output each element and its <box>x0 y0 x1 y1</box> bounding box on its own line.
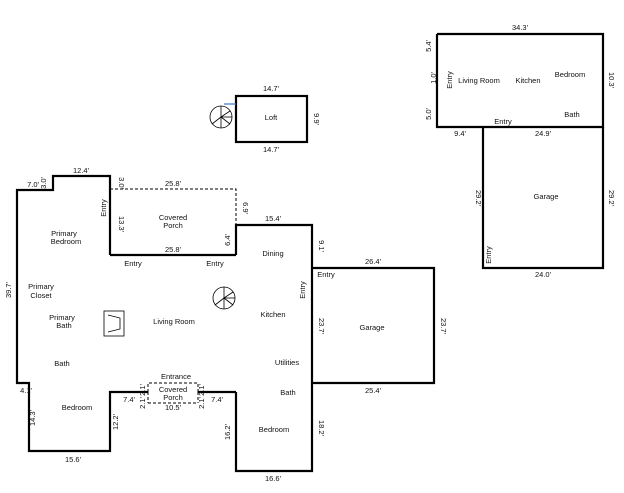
entry-top-vertical-label: Entry <box>99 199 108 217</box>
dim-porch-small-2: 2.1' <box>138 397 147 409</box>
dim-adu-left-upper: 5.4' <box>424 40 433 52</box>
dim-bedroom-left-height: 14.3' <box>28 409 37 426</box>
adu-entry-vertical-label: Entry <box>445 71 454 89</box>
dim-garage-top: 26.4' <box>365 257 382 266</box>
dim-bedroom-right-height: 12.2' <box>111 413 120 430</box>
adu-entry-label: Entry <box>494 117 512 126</box>
covered-porch-top-label-1: Covered <box>159 213 187 222</box>
loft-label: Loft <box>265 113 278 122</box>
dim-center-top: 15.4' <box>265 214 282 223</box>
entry-center-vertical-label: Entry <box>298 281 307 299</box>
dim-garage-left: 23.7' <box>317 318 326 335</box>
covered-porch-bottom-label-1: Covered <box>159 385 187 394</box>
bedroom-left-label: Bedroom <box>62 403 92 412</box>
primary-bath-label-2: Bath <box>56 321 71 330</box>
dim-adu-bottom-right: 24.9' <box>535 129 552 138</box>
dim-loft-bottom: 14.7' <box>263 145 280 154</box>
dim-porch-small-4: 2.1' <box>197 397 206 409</box>
primary-bath-label-1: Primary <box>49 313 75 322</box>
kitchen-label: Kitchen <box>260 310 285 319</box>
dim-adu-top: 34.3' <box>512 23 529 32</box>
dim-main-top-left-step: 3.0' <box>39 177 48 189</box>
covered-porch-bottom-label-2: Porch <box>163 393 183 402</box>
spiral-stair-icon <box>212 286 236 310</box>
dim-porch-bottom: 25.8' <box>165 245 182 254</box>
primary-bedroom-label-2: Bedroom <box>51 237 81 246</box>
bedroom-center-label: Bedroom <box>259 425 289 434</box>
dim-main-top-left: 7.0' <box>27 180 39 189</box>
dim-adu-left-mid: 1.0' <box>429 72 438 84</box>
adu-garage-entry-label: Entry <box>484 246 493 264</box>
dim-garage-bottom: 25.4' <box>365 386 382 395</box>
dim-center-right-upper: 9.1' <box>317 240 326 252</box>
primary-closet-label-1: Primary <box>28 282 54 291</box>
garage-main-label: Garage <box>359 323 384 332</box>
dim-adu-left-lower: 5.0' <box>424 108 433 120</box>
adu-bath-label: Bath <box>564 110 579 119</box>
adu-living-room-label: Living Room <box>458 76 500 85</box>
entrance-label: Entrance <box>161 372 191 381</box>
dim-porch-small-3: 2.1' <box>197 384 206 396</box>
dim-adu-garage-bottom: 24.0' <box>535 270 552 279</box>
spiral-stair-loft-icon <box>209 103 236 129</box>
dim-porch-top: 25.8' <box>165 179 182 188</box>
primary-closet-label-2: Closet <box>30 291 52 300</box>
bath-center-label: Bath <box>280 388 295 397</box>
dim-loft-right: 9.9' <box>312 113 321 125</box>
dim-garage-right: 23.7' <box>439 318 448 335</box>
fireplace-icon <box>103 310 125 337</box>
dim-porch-small-1: 2.1' <box>138 384 147 396</box>
bath-left-label: Bath <box>54 359 69 368</box>
dim-adu-bottom-left: 9.4' <box>454 129 466 138</box>
dim-porch-side-left: 7.4' <box>123 395 135 404</box>
dim-adu-garage-right: 29.2' <box>607 190 616 207</box>
dim-main-top-center: 12.4' <box>73 166 90 175</box>
adu-bedroom-label: Bedroom <box>555 70 585 79</box>
adu-kitchen-label: Kitchen <box>515 76 540 85</box>
dim-center-bottom: 16.6' <box>265 474 282 483</box>
dim-porch-left-lower: 6.4' <box>223 234 232 246</box>
dim-adu-garage-left: 29.2' <box>474 190 483 207</box>
entry-mid-left-label: Entry <box>124 259 142 268</box>
dim-porch-right: 6.9' <box>241 202 250 214</box>
living-room-label: Living Room <box>153 317 195 326</box>
entry-garage-label: Entry <box>317 270 335 279</box>
dim-loft-top: 14.7' <box>263 84 280 93</box>
covered-porch-top-label-2: Porch <box>163 221 183 230</box>
dim-adu-right: 10.3' <box>607 72 616 89</box>
primary-bedroom-label-1: Primary <box>51 229 77 238</box>
dim-center-right-lower: 18.2' <box>317 420 326 437</box>
dim-porch-side-right: 7.4' <box>211 395 223 404</box>
utilities-label: Utilities <box>275 358 299 367</box>
main-house-plan <box>15 174 436 473</box>
dim-entry-height: 13.3' <box>117 216 126 233</box>
dim-bottom-left: 15.6' <box>65 455 82 464</box>
dim-main-top-entry: 3.0' <box>117 177 126 189</box>
loft-plan <box>209 94 309 144</box>
dim-porch-bottom-width: 10.5' <box>165 403 182 412</box>
adu-plan <box>435 32 605 270</box>
entry-mid-right-label: Entry <box>206 259 224 268</box>
adu-garage-label: Garage <box>533 192 558 201</box>
dim-main-left-step: 4.1' <box>20 386 32 395</box>
dim-center-left-lower: 16.2' <box>223 423 232 440</box>
dim-main-left: 39.7' <box>4 281 13 298</box>
dining-label: Dining <box>262 249 283 258</box>
